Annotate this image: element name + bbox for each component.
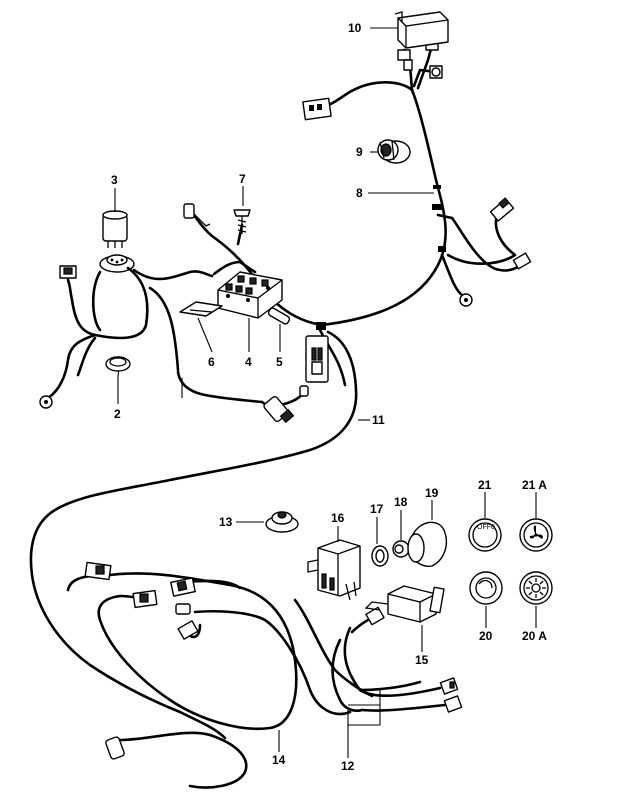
harness-tape-marks — [316, 185, 446, 330]
part-11-plugs — [263, 335, 329, 424]
callout-13: 13 — [219, 515, 233, 529]
part-19-knob — [407, 521, 448, 567]
callout-15: 15 — [415, 653, 429, 667]
part-20-knob-highlighted — [469, 571, 503, 605]
part-10-relay — [394, 11, 449, 49]
callout-3: 3 — [111, 173, 118, 187]
part-6-clip — [179, 301, 223, 317]
callout-21: 21 — [478, 478, 492, 492]
callout-19: 19 — [425, 486, 439, 500]
callout-14: 14 — [272, 753, 286, 767]
leader-lines — [114, 27, 537, 758]
part-9-grommet — [377, 139, 411, 164]
part-2-clamp — [105, 356, 131, 372]
callout-18: 18 — [394, 495, 408, 509]
callout-7: 7 — [239, 172, 246, 186]
right-harness-plugs — [459, 197, 532, 307]
callout-20: 20 — [479, 629, 493, 643]
part-4-fuse-block — [217, 271, 283, 319]
callout-8: 8 — [356, 186, 363, 200]
part-12-plugs — [365, 606, 463, 713]
part-5-fuse — [267, 307, 291, 325]
part-21-knob: OFF0 — [468, 518, 502, 552]
left-harness — [46, 266, 214, 400]
svg-text:OFF0: OFF0 — [477, 524, 495, 531]
callout-16: 16 — [331, 511, 345, 525]
part-3-flasher-relay — [102, 210, 128, 248]
left-harness-terminals — [39, 265, 77, 409]
callout-4: 4 — [245, 355, 252, 369]
callout-9: 9 — [356, 145, 363, 159]
callout-17: 17 — [370, 502, 384, 516]
callout-20a: 20 A — [522, 629, 547, 643]
callout-labels: 10 9 8 3 7 6 4 5 2 11 13 16 17 18 19 21 … — [111, 21, 547, 773]
part-16-switch — [307, 539, 361, 601]
flasher-socket — [99, 254, 135, 273]
part-21a-fan-knob — [519, 518, 553, 552]
part-8-main-harness — [188, 43, 527, 327]
callout-12: 12 — [341, 759, 355, 773]
part-20a-light-knob — [519, 571, 553, 605]
part-15-switch — [364, 585, 445, 623]
callout-11: 11 — [372, 413, 385, 427]
part-18-nut — [392, 540, 410, 558]
callout-21a: 21 A — [522, 478, 547, 492]
part-7-screw — [233, 209, 251, 234]
part-17-ring — [371, 545, 389, 567]
part-14-plugs — [84, 561, 199, 760]
upper-harness-connector — [302, 97, 332, 121]
callout-2: 2 — [114, 407, 121, 421]
part-13-grommet — [265, 511, 299, 533]
callout-5: 5 — [276, 355, 283, 369]
callout-10: 10 — [348, 21, 362, 35]
callout-6: 6 — [208, 355, 215, 369]
spade-plug-top — [183, 203, 211, 227]
